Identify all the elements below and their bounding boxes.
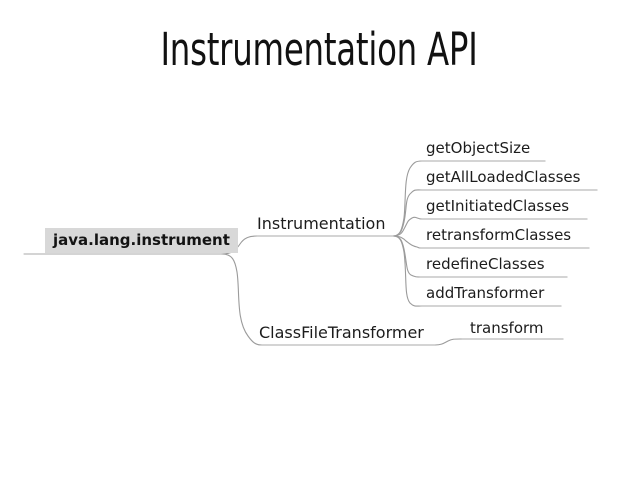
mindmap-root-node[interactable]: java.lang.instrument bbox=[45, 228, 238, 253]
page-title: Instrumentation API bbox=[160, 23, 478, 76]
mindmap-leaf-retransformclasses[interactable]: retransformClasses bbox=[426, 226, 572, 244]
mindmap-leaf-transform[interactable]: transform bbox=[470, 319, 544, 337]
mindmap-branch-instrumentation[interactable]: Instrumentation bbox=[257, 214, 386, 233]
mindmap-branch-classfiletransformer[interactable]: ClassFileTransformer bbox=[259, 323, 424, 342]
mindmap-leaf-getinitiatedclasses[interactable]: getInitiatedClasses bbox=[426, 197, 570, 215]
connector-root-to-instrumentation bbox=[221, 235, 394, 255]
connector-classfiletransformer-to-transform bbox=[434, 338, 564, 346]
mindmap-leaf-getallloadedclasses[interactable]: getAllLoadedClasses bbox=[426, 168, 581, 186]
mindmap-leaf-redefineclasses[interactable]: redefineClasses bbox=[426, 255, 545, 273]
mindmap-leaf-addtransformer[interactable]: addTransformer bbox=[426, 284, 545, 302]
mindmap-leaf-getobjectsize[interactable]: getObjectSize bbox=[426, 139, 531, 157]
